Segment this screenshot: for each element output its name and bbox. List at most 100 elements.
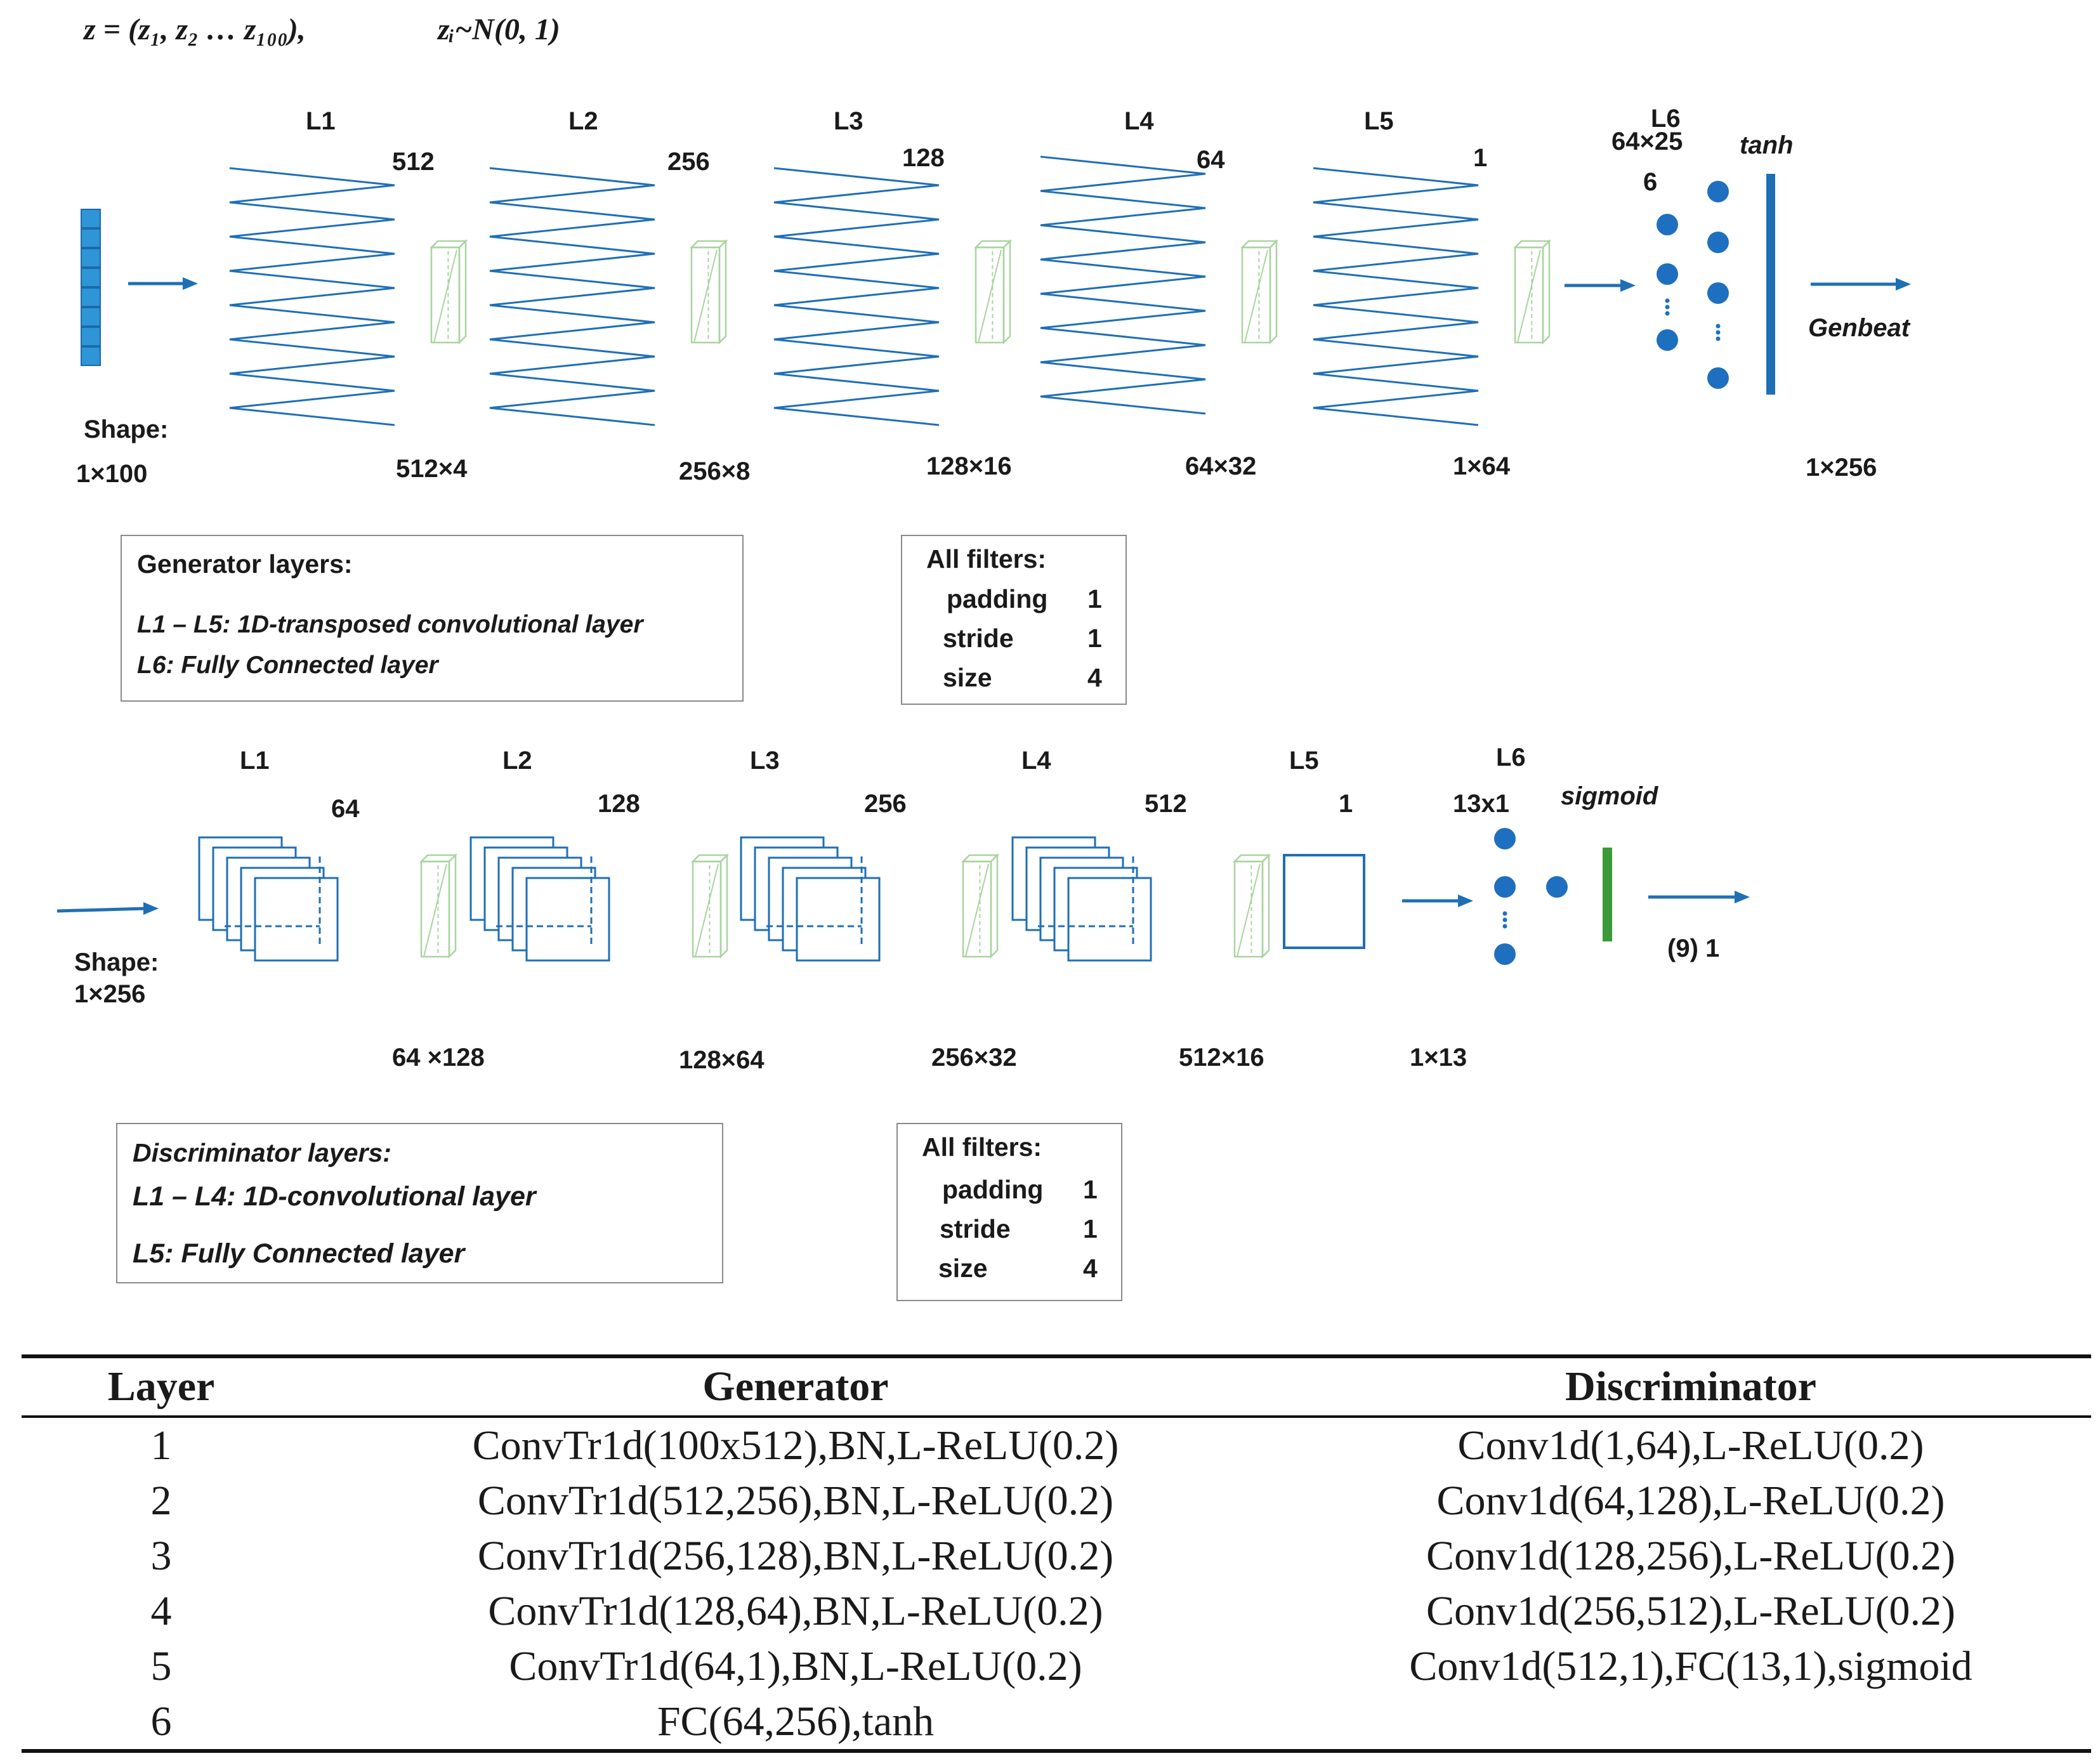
bn-side <box>719 853 728 959</box>
discriminator-layer-shape: 64 ×128 <box>392 1044 485 1072</box>
generator-filter-count: 1 <box>1473 144 1487 172</box>
bn-side <box>1002 239 1011 345</box>
generator-legend-line1: L1 – L5: 1D-transposed convolutional lay… <box>137 611 643 638</box>
dot <box>1502 917 1507 922</box>
discriminator-filter-count: 256 <box>864 790 907 818</box>
discriminator-layer-4-filters <box>1011 836 1152 962</box>
generator-layer-3-stack <box>773 167 940 426</box>
fc-node <box>1707 367 1729 389</box>
latent-vector-formula: z = (z₁, z₂ … z₁₀₀), <box>82 13 306 46</box>
generator-input-arrow <box>128 277 198 290</box>
table-cell-layer: 2 <box>150 1477 172 1524</box>
generator-layer-1-stack <box>229 167 395 426</box>
table-row: 6 FC(64,256),tanh <box>22 1694 2091 1753</box>
discriminator-filter-count: 1 <box>1339 790 1353 818</box>
fc-ellipsis <box>1716 324 1721 341</box>
discriminator-fc-size: 13x1 <box>1453 790 1509 818</box>
generator-layer-2-stack <box>489 167 655 426</box>
generator-layer-shape: 128×16 <box>926 452 1012 480</box>
discriminator-batchnorm-1 <box>419 853 458 959</box>
table-cell-discriminator: Conv1d(512,1),FC(13,1),sigmoid <box>1409 1642 1972 1689</box>
table-row: 1 ConvTr1d(100x512),BN,L-ReLU(0.2) Conv1… <box>22 1417 2091 1473</box>
discriminator-fc-label: L6 <box>1496 744 1526 771</box>
discriminator-batchnorm-3 <box>961 853 1000 959</box>
table-cell-discriminator: Conv1d(128,256),L-ReLU(0.2) <box>1426 1532 1956 1579</box>
discriminator-input-shape-label: Shape: <box>74 948 159 976</box>
table-cell-layer: 5 <box>150 1642 172 1689</box>
generator-output-bar <box>1766 174 1775 395</box>
dot <box>1502 924 1507 929</box>
generator-fc-size-a: 64×25 <box>1611 128 1683 155</box>
zigzag-path <box>229 167 395 426</box>
generator-filters-title: All filters: <box>926 544 1047 573</box>
fc-node <box>1707 232 1729 253</box>
discriminator-filters-title: All filters: <box>922 1132 1042 1162</box>
generator-output-arrow <box>1811 278 1911 291</box>
discriminator-legend-line1: L1 – L4: 1D-convolutional layer <box>133 1181 536 1212</box>
discriminator-input-shape: 1×256 <box>74 980 145 1008</box>
generator-legend-title: Generator layers: <box>137 549 353 579</box>
discriminator-layer-shape: 128×64 <box>679 1046 765 1074</box>
generator-batchnorm-5 <box>1513 239 1552 345</box>
discriminator-layer-shape: 512×16 <box>1179 1044 1264 1072</box>
discriminator-layer-label: L3 <box>750 747 780 775</box>
table-cell-discriminator: Conv1d(64,128),L-ReLU(0.2) <box>1436 1477 1945 1524</box>
input-cell <box>81 209 101 228</box>
generator-filter-count: 128 <box>902 144 945 172</box>
arrow-head <box>143 902 159 915</box>
table-cell-layer: 1 <box>150 1422 172 1469</box>
discriminator-layer-shape: 1×13 <box>1410 1044 1467 1072</box>
fc-ellipsis <box>1502 911 1507 929</box>
architecture-diagram: z = (z₁, z₂ … z₁₀₀), zᵢ~N(0, 1) L1512512… <box>56 13 1911 1074</box>
discriminator-layer-3-filters <box>740 836 881 962</box>
discriminator-input-arrow <box>56 902 159 915</box>
discriminator-legend-line2: L5: Fully Connected layer <box>133 1238 465 1269</box>
bn-side <box>1261 853 1270 959</box>
fc-node <box>1546 876 1568 898</box>
generator-output-label: Genbeat <box>1808 314 1911 342</box>
latent-distribution-formula: zᵢ~N(0, 1) <box>436 13 560 46</box>
generator-diagram: L1512512×4L2256256×8L3128128×16L46464×32… <box>81 107 1911 485</box>
discriminator-layer-label: L2 <box>502 747 532 775</box>
bn-diagonal <box>978 249 1002 343</box>
input-cell <box>81 268 101 287</box>
generator-batchnorm-4 <box>1240 239 1279 345</box>
generator-input-vector <box>81 209 101 366</box>
table-header-layer: Layer <box>22 1354 301 1418</box>
zigzag-path <box>1040 155 1206 415</box>
arrow-head <box>183 277 198 290</box>
generator-legend-line2: L6: Fully Connected layer <box>137 652 438 679</box>
bn-diagonal <box>1517 249 1541 343</box>
zigzag-path <box>773 167 940 426</box>
dot <box>1665 298 1670 303</box>
bn-side <box>458 239 467 345</box>
discriminator-layer-shape: 256×32 <box>931 1044 1017 1072</box>
dot <box>1502 911 1507 916</box>
bn-diagonal <box>433 249 457 343</box>
table-cell-discriminator: Conv1d(1,64),L-ReLU(0.2) <box>1457 1422 1924 1469</box>
generator-layer-label: L3 <box>834 107 863 135</box>
zigzag-path <box>489 167 655 426</box>
filter-square <box>254 877 339 962</box>
generator-layer-label: L2 <box>568 107 598 135</box>
discriminator-output: (9) 1 <box>1667 934 1719 962</box>
discriminator-legend-box: Discriminator layers: L1 – L4: 1D-convol… <box>116 1123 723 1283</box>
bn-diagonal <box>695 863 719 957</box>
table-cell-generator: ConvTr1d(64,1),BN,L-ReLU(0.2) <box>509 1642 1082 1689</box>
arrow-head <box>1458 895 1473 907</box>
discriminator-layer-1-filters <box>198 836 339 962</box>
discriminator-layer-label: L5 <box>1289 747 1319 775</box>
discriminator-filter-count: 64 <box>331 795 360 823</box>
dot <box>1665 311 1670 316</box>
table-cell-layer: 4 <box>150 1587 172 1634</box>
table-header-row: Layer Generator Discriminator <box>22 1354 2091 1418</box>
table-header-discriminator: Discriminator <box>1290 1354 2091 1418</box>
input-cell <box>81 248 101 268</box>
input-cell <box>81 228 101 248</box>
table-cell-generator: ConvTr1d(100x512),BN,L-ReLU(0.2) <box>472 1422 1119 1469</box>
input-cell <box>81 346 101 366</box>
generator-layer-4-stack <box>1040 155 1206 415</box>
discriminator-output-bar <box>1603 848 1612 941</box>
